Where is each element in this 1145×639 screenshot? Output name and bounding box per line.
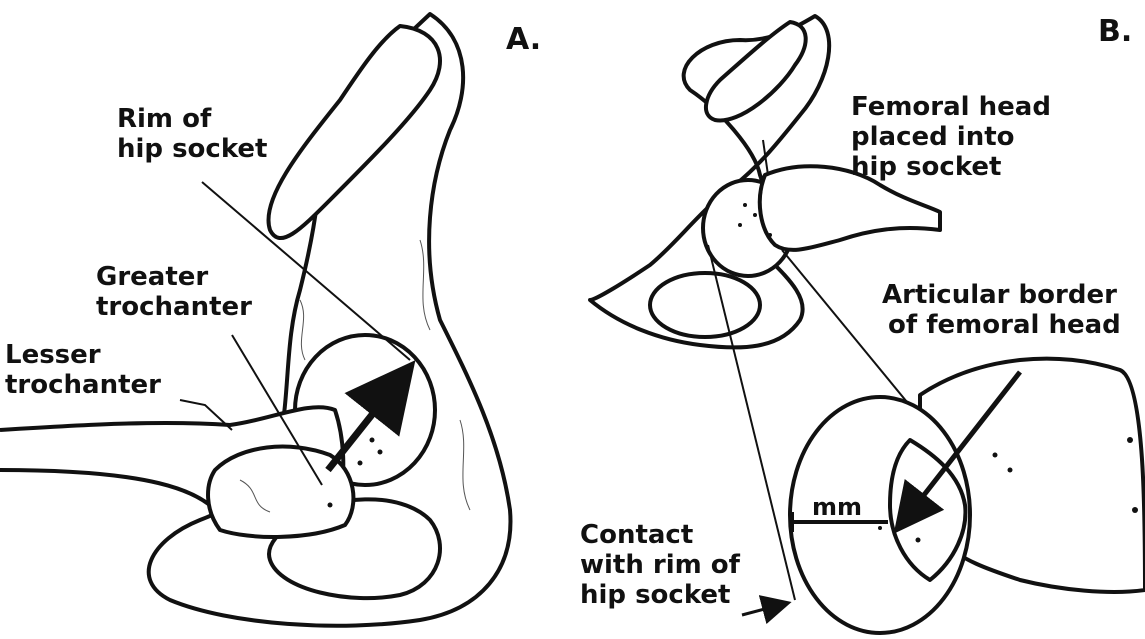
panel-label-a: A. <box>506 22 541 57</box>
panel-label-b: B. <box>1098 14 1132 49</box>
label-lesser-trochanter: Lesser trochanter <box>5 340 161 400</box>
label-mm: mm <box>812 492 862 522</box>
obturator-foramen-b <box>650 273 760 337</box>
panel-b-enlarged <box>742 359 1145 633</box>
label-articular-border: Articular border of femoral head <box>882 280 1121 340</box>
label-rim-of-hip-socket: Rim of hip socket <box>117 104 268 164</box>
label-contact-with-rim: Contact with rim of hip socket <box>580 520 740 610</box>
label-greater-trochanter: Greater trochanter <box>96 262 252 322</box>
label-femoral-head-placed: Femoral head placed into hip socket <box>851 92 1051 182</box>
